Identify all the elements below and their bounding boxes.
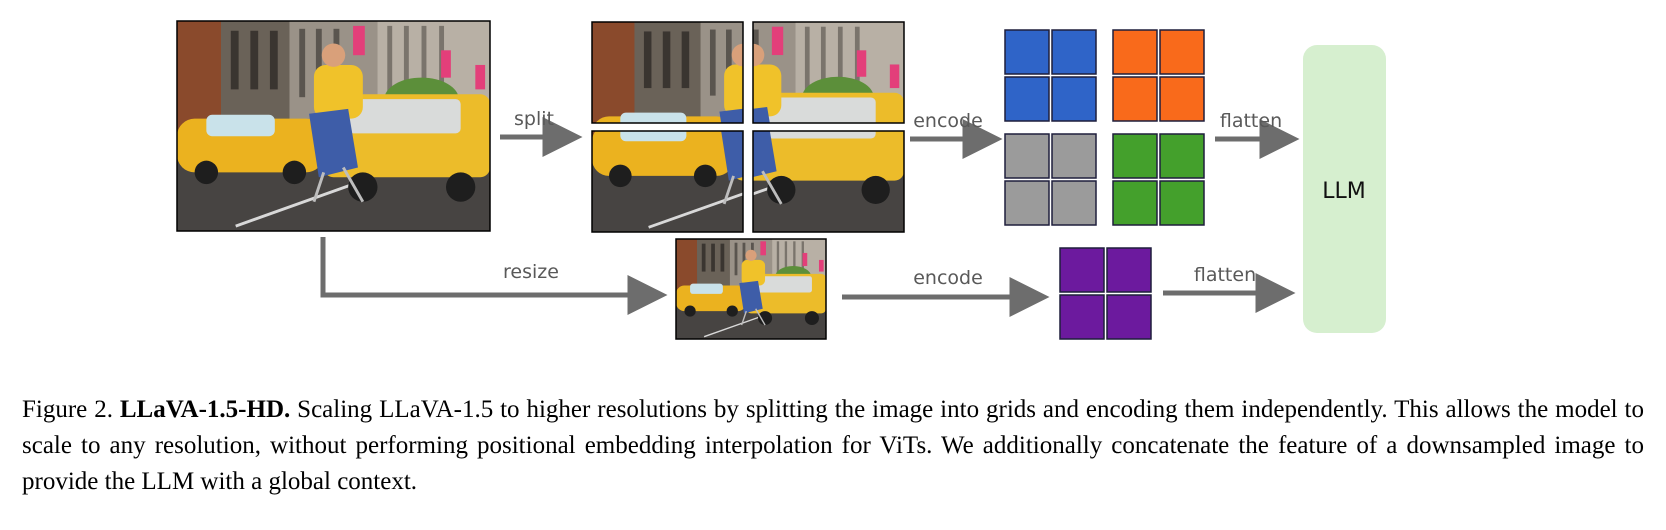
- feature-token-blue: [1051, 76, 1097, 122]
- feature-token-orange: [1159, 76, 1205, 122]
- feature-token-green: [1159, 180, 1205, 226]
- llm-label: LLM: [1322, 179, 1366, 204]
- feature-token-grids: [1004, 29, 1205, 340]
- split-label: split: [514, 108, 554, 130]
- feature-token-blue: [1004, 76, 1050, 122]
- feature-grid-orange: [1112, 29, 1205, 122]
- feature-token-gray: [1051, 180, 1097, 226]
- feature-grid-blue: [1004, 29, 1097, 122]
- feature-token-purple: [1059, 247, 1105, 293]
- feature-token-green: [1159, 133, 1205, 179]
- caption-body: Scaling LLaVA-1.5 to higher resolutions …: [22, 396, 1644, 495]
- feature-grid-green: [1112, 133, 1205, 226]
- feature-token-orange: [1112, 76, 1158, 122]
- figure-caption: Figure 2. LLaVA-1.5-HD. Scaling LLaVA-1.…: [22, 392, 1644, 500]
- flatten-top-label: flatten: [1220, 110, 1282, 132]
- resize-label: resize: [503, 261, 559, 283]
- feature-token-orange: [1112, 29, 1158, 75]
- split-tile-top-right: [752, 21, 905, 124]
- resized-image: [675, 238, 827, 340]
- feature-token-blue: [1004, 29, 1050, 75]
- feature-token-blue: [1051, 29, 1097, 75]
- feature-token-purple: [1106, 247, 1152, 293]
- resize-arrow: [320, 237, 668, 315]
- feature-token-orange: [1159, 29, 1205, 75]
- split-tile-bottom-left: [591, 130, 744, 233]
- feature-token-purple: [1059, 294, 1105, 340]
- feature-token-gray: [1004, 180, 1050, 226]
- caption-title: LLaVA-1.5-HD.: [119, 396, 291, 423]
- split-tile-bottom-right: [752, 130, 905, 233]
- flatten-bottom-label: flatten: [1194, 264, 1256, 286]
- encode-bottom-label: encode: [913, 267, 983, 289]
- feature-token-purple: [1106, 294, 1152, 340]
- feature-grid-gray: [1004, 133, 1097, 226]
- llm-block: [1303, 45, 1386, 333]
- feature-grid-purple: [1059, 247, 1152, 340]
- feature-token-green: [1112, 133, 1158, 179]
- split-tile-top-left: [591, 21, 744, 124]
- caption-prefix: Figure 2.: [22, 396, 120, 423]
- original-image: [176, 20, 491, 232]
- feature-token-gray: [1004, 133, 1050, 179]
- llava-hd-diagram: split encode flatten LLM resize encode f…: [176, 20, 1386, 340]
- feature-token-green: [1112, 180, 1158, 226]
- feature-token-gray: [1051, 133, 1097, 179]
- encode-top-label: encode: [913, 110, 983, 132]
